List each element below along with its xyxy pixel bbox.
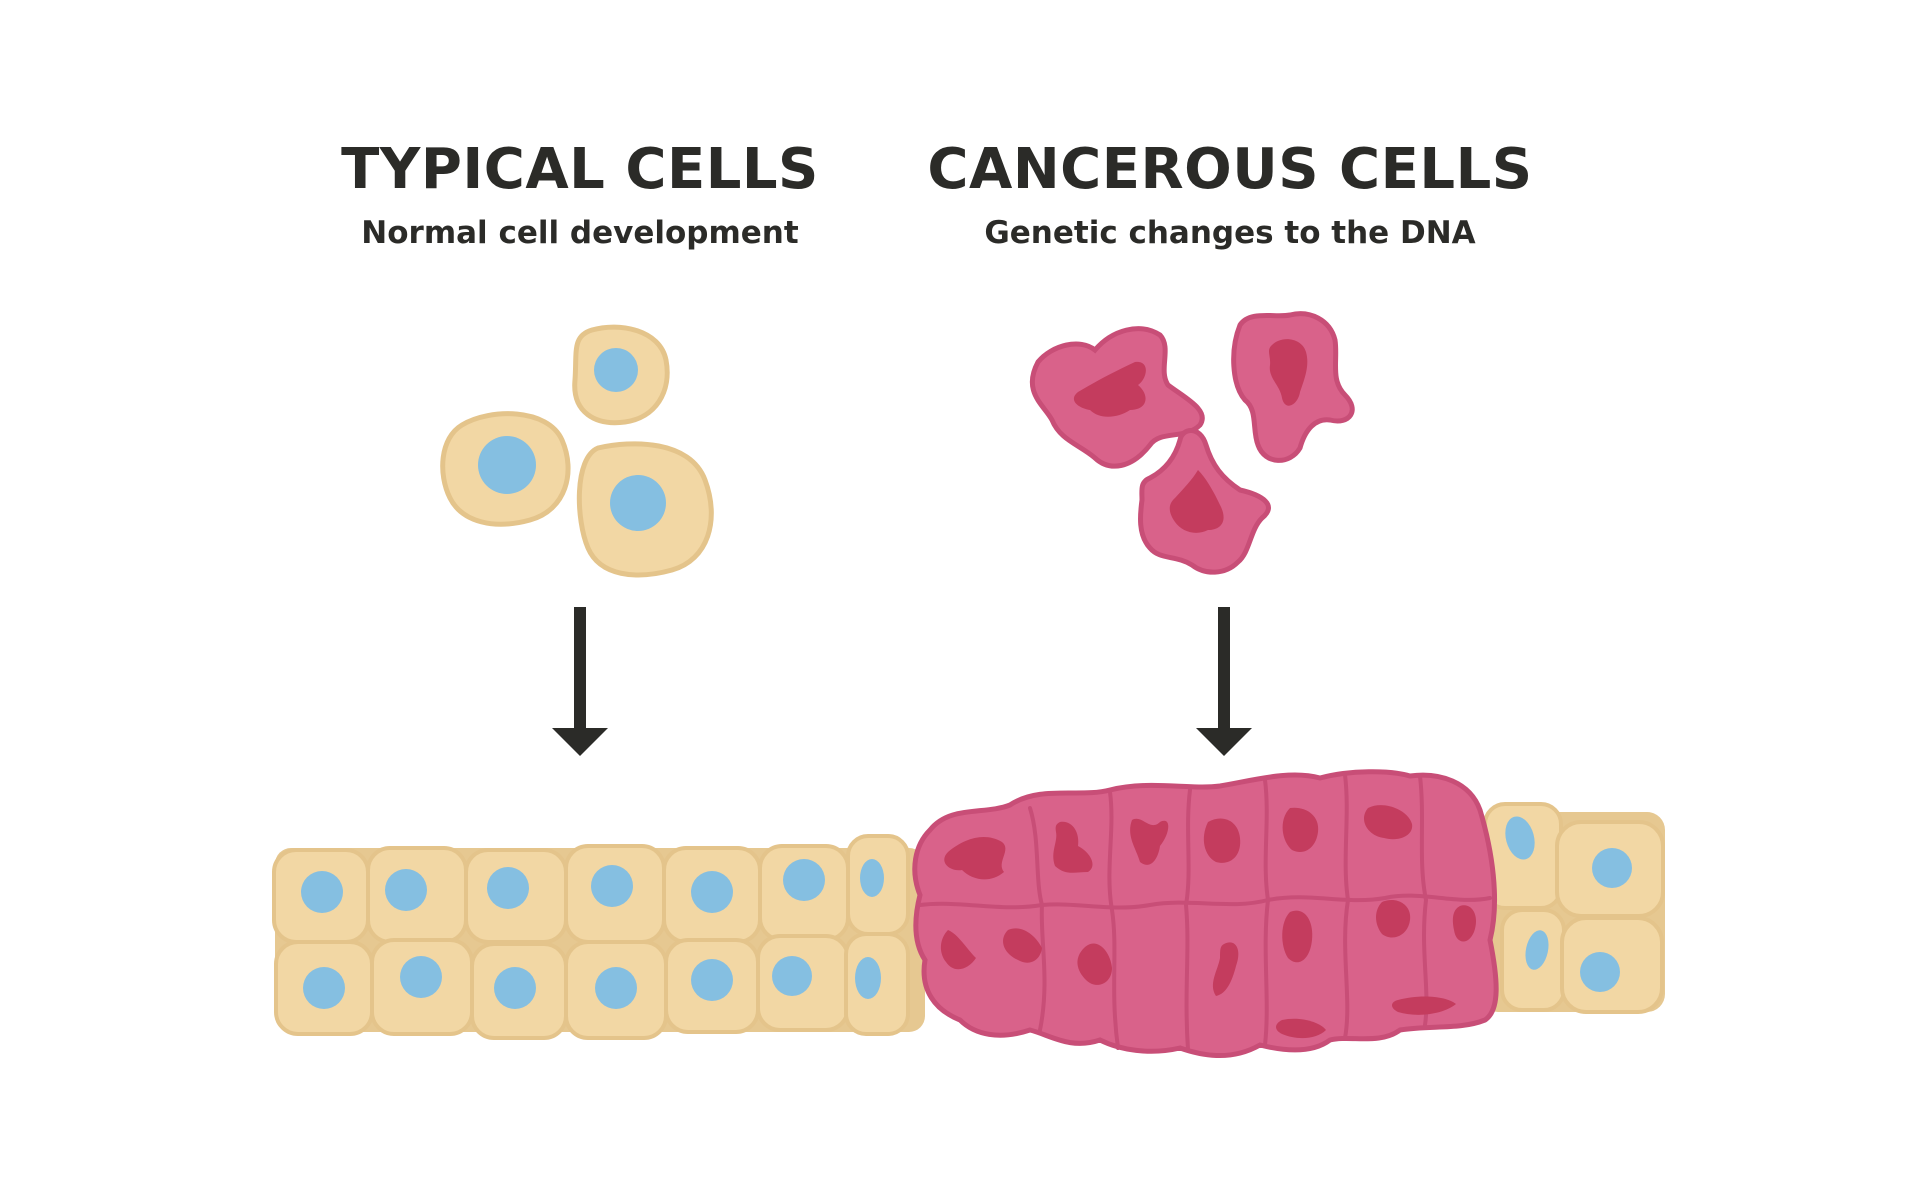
- cancerous-cell: [1137, 428, 1271, 575]
- nucleus: [303, 967, 345, 1009]
- nucleus: [487, 867, 529, 909]
- tissue-normal-cell: [1560, 916, 1664, 1014]
- tissue-normal-cell: [756, 934, 850, 1032]
- typical-cells-subtitle: Normal cell development: [361, 215, 799, 251]
- cancer-nucleus: [1077, 943, 1112, 985]
- typical-down-arrow: [552, 607, 608, 756]
- tissue-normal-cell: [464, 848, 568, 944]
- nucleus: [772, 956, 812, 996]
- normal-cell: [440, 411, 571, 527]
- tissue-normal-cell: [370, 938, 474, 1036]
- cancer-nucleus: [1452, 905, 1477, 942]
- nucleus: [494, 967, 536, 1009]
- nucleus: [691, 959, 733, 1001]
- nucleus: [1525, 930, 1549, 970]
- tissue-normal-cell: [1500, 908, 1566, 1012]
- nucleus: [691, 871, 733, 913]
- cancer-nucleus: [1282, 910, 1313, 963]
- cancerous-cells-subtitle: Genetic changes to the DNA: [984, 215, 1476, 251]
- tissue-normal-cell: [662, 846, 762, 944]
- cancer-nucleus: [1003, 928, 1042, 963]
- tissue-normal-cells: [272, 834, 925, 1040]
- tissue-normal-cell: [272, 848, 370, 944]
- tissue-normal-cell: [758, 844, 850, 942]
- tissue-normal-cell: [366, 846, 468, 944]
- normal-cell: [572, 324, 670, 426]
- nucleus: [400, 956, 442, 998]
- cancerous-cells-title: CANCEROUS CELLS: [927, 137, 1533, 202]
- tissue-normal-cell: [1555, 820, 1665, 918]
- cancer-nucleus: [1276, 1018, 1326, 1039]
- nucleus: [595, 967, 637, 1009]
- tissue-normal-cell: [844, 932, 910, 1036]
- nucleus: [301, 871, 343, 913]
- normal-cell-cluster: [440, 324, 714, 578]
- cancerous-cell: [1231, 311, 1355, 463]
- cancer-nucleus: [1130, 818, 1169, 865]
- tissue-normal-cell: [564, 844, 666, 944]
- nucleus: [1592, 848, 1632, 888]
- cancer-nucleus: [1392, 996, 1456, 1015]
- typical-cells-heading: TYPICAL CELLS Normal cell development: [330, 142, 830, 249]
- tissue-normal-cell: [846, 834, 910, 936]
- cancer-nucleus: [1053, 821, 1093, 873]
- nucleus: [1505, 816, 1535, 860]
- nucleus: [385, 869, 427, 911]
- typical-cells-title: TYPICAL CELLS: [341, 137, 819, 202]
- nucleus: [783, 859, 825, 901]
- cancer-nucleus: [1363, 805, 1413, 840]
- cancer-nucleus: [940, 930, 976, 970]
- nucleus: [610, 475, 666, 531]
- cancer-nucleus: [1203, 818, 1241, 863]
- cancerous-down-arrow: [1196, 607, 1252, 756]
- tissue-normal-cell: [274, 940, 374, 1036]
- tumor-cell-boundaries: [918, 773, 1492, 1052]
- cancer-nucleus: [944, 837, 1006, 880]
- tumor-nuclei: [940, 805, 1477, 1039]
- normal-cell: [576, 441, 714, 578]
- cancerous-cell-cluster: [1029, 311, 1355, 575]
- nucleus: [591, 865, 633, 907]
- cancerous-cell: [1029, 326, 1205, 469]
- cancerous-cells-heading: CANCEROUS CELLS Genetic changes to the D…: [900, 142, 1560, 249]
- nucleus: [1580, 952, 1620, 992]
- nucleus: [855, 957, 881, 999]
- tissue-normal-cell: [470, 942, 568, 1040]
- tissue-normal-cell: [564, 940, 668, 1040]
- tumor-mass: [912, 769, 1499, 1058]
- cancer-nucleus: [1212, 942, 1239, 996]
- nucleus: [594, 348, 638, 392]
- tissue-normal-cell: [664, 938, 760, 1034]
- cancer-nucleus: [1376, 900, 1411, 938]
- cancer-nucleus: [1282, 807, 1319, 852]
- nucleus: [860, 859, 884, 897]
- nucleus: [478, 436, 536, 494]
- tissue-normal-cells-right: [1480, 802, 1665, 1014]
